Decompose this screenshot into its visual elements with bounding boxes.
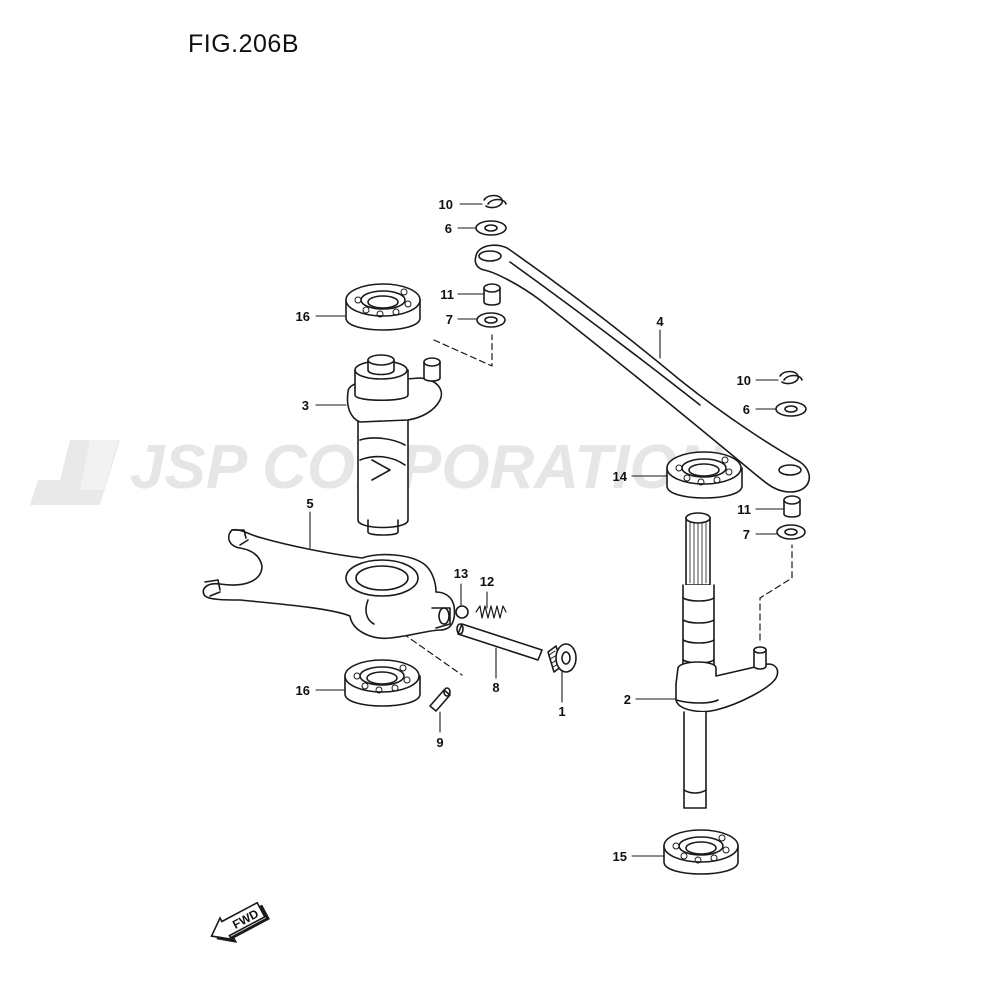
watermark-text: JSP CORPORATION: [130, 433, 724, 502]
part-10-clip-lower[interactable]: [779, 370, 803, 385]
part-3-shift-cam[interactable]: [346, 354, 443, 536]
callout-labels: 10 6 11 7 16 3 5 16 9 13 12 8 1 4 10 6 1…: [296, 197, 751, 864]
callout-14: 14: [613, 469, 628, 484]
leader-lines: [309, 203, 785, 857]
part-6-washer-upper[interactable]: [475, 220, 507, 236]
callout-7-upper: 7: [446, 312, 453, 327]
callout-8: 8: [492, 680, 499, 695]
callout-9: 9: [436, 735, 443, 750]
part-7-washer-lower[interactable]: [776, 524, 806, 540]
part-5-shift-fork[interactable]: [202, 528, 456, 640]
part-11-bushing-upper[interactable]: [483, 283, 501, 306]
callout-2: 2: [624, 692, 631, 707]
callout-16-lower: 16: [296, 683, 310, 698]
callout-11-upper: 11: [440, 287, 454, 302]
part-10-clip-upper[interactable]: [483, 194, 507, 209]
part-2-shift-shaft[interactable]: [675, 512, 779, 809]
callout-10-upper: 10: [439, 197, 453, 212]
part-13-ball[interactable]: [455, 605, 469, 619]
assembly-guide-lines: [394, 334, 793, 676]
part-9-pin[interactable]: [429, 687, 451, 712]
part-4-shift-link[interactable]: [474, 244, 811, 493]
fwd-direction-arrow: FWD: [210, 901, 270, 943]
part-11-bushing-lower[interactable]: [783, 495, 801, 518]
watermark: JSP CORPORATION: [30, 433, 724, 505]
part-16-bearing-lower[interactable]: [344, 659, 421, 707]
callout-12: 12: [480, 574, 494, 589]
callout-11-lower: 11: [737, 502, 751, 517]
callout-7-lower: 7: [743, 527, 750, 542]
callout-16-upper: 16: [296, 309, 310, 324]
part-7-washer-upper[interactable]: [476, 312, 506, 328]
callout-1: 1: [558, 704, 565, 719]
figure-title: FIG.206B: [188, 30, 299, 58]
part-15-bearing[interactable]: [663, 829, 739, 875]
part-12-spring[interactable]: [475, 605, 507, 619]
callout-10-lower: 10: [737, 373, 751, 388]
callout-3: 3: [302, 398, 309, 413]
part-16-bearing-upper[interactable]: [345, 283, 421, 331]
part-6-washer-lower[interactable]: [775, 401, 807, 417]
callout-13: 13: [454, 566, 468, 581]
callout-5: 5: [306, 496, 313, 511]
callout-6-lower: 6: [743, 402, 750, 417]
watermark-logo-icon: [30, 440, 120, 505]
callout-6-upper: 6: [445, 221, 452, 236]
callout-15: 15: [613, 849, 627, 864]
part-14-bearing[interactable]: [666, 451, 743, 499]
part-8-rod[interactable]: [456, 623, 543, 661]
part-1-bolt[interactable]: [547, 643, 577, 673]
callout-4: 4: [656, 314, 664, 329]
